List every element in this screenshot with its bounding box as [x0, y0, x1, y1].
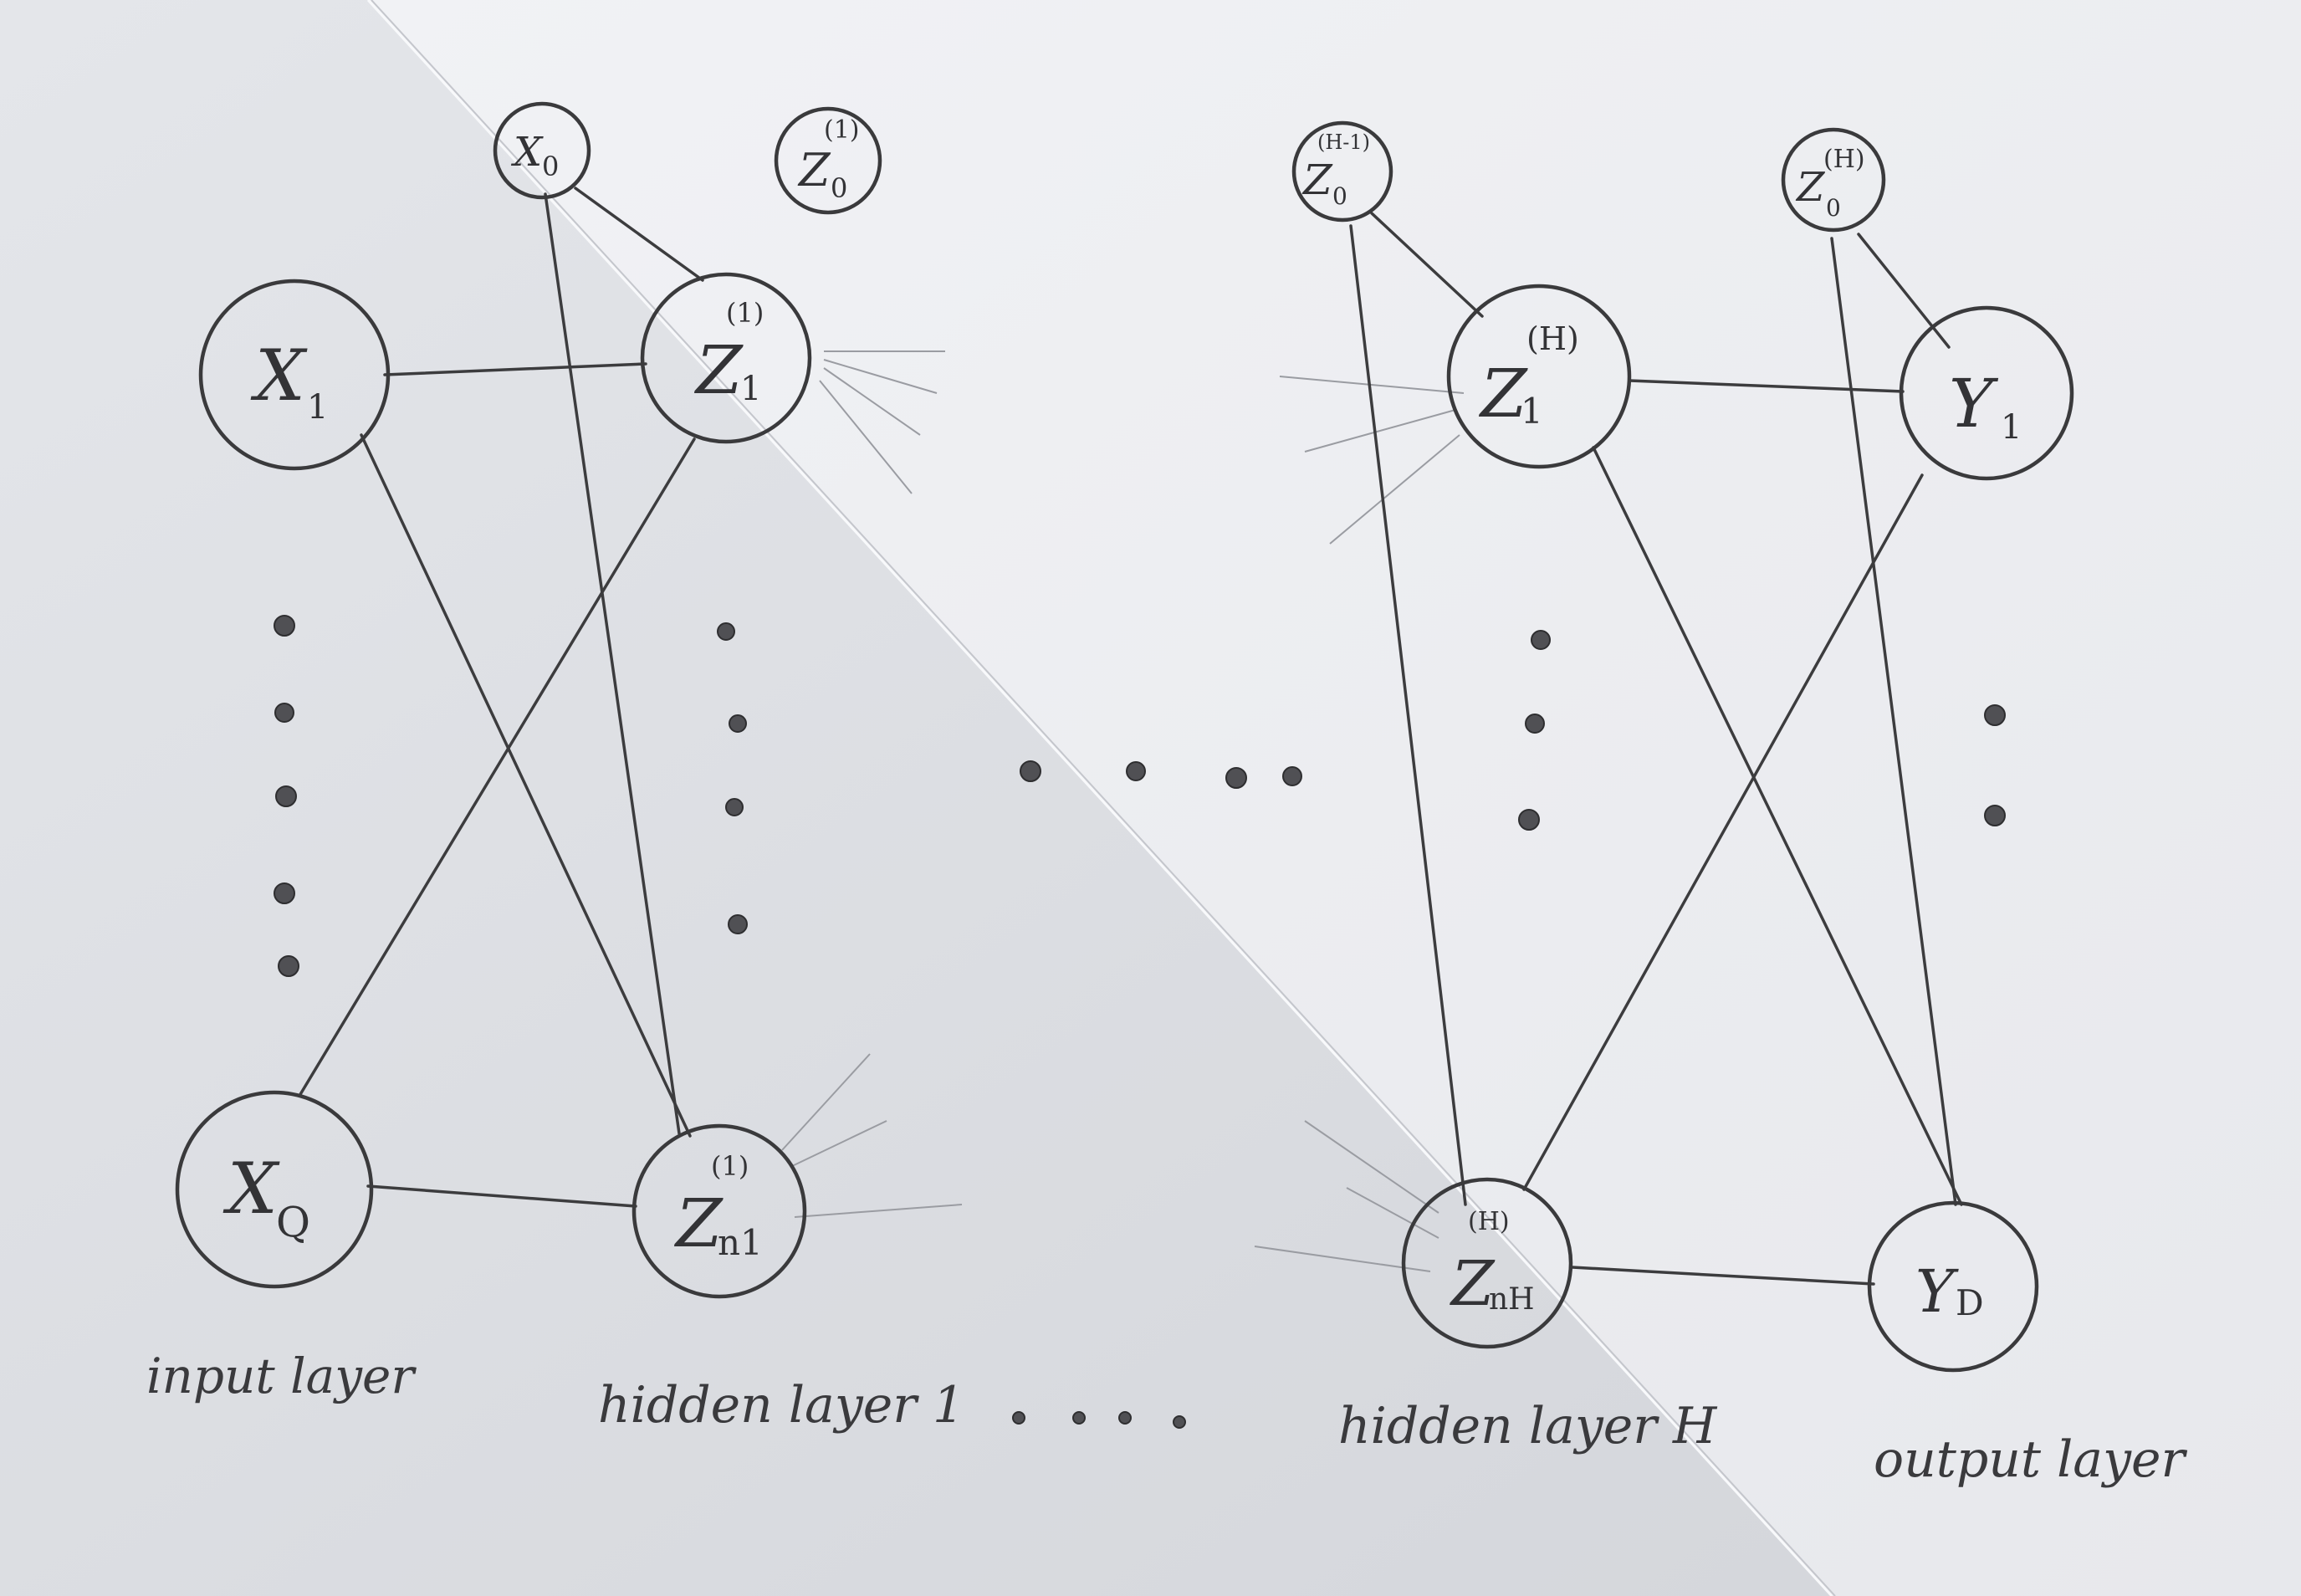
node-label: Z — [1301, 156, 1333, 204]
ellipsis-output-layer — [1984, 704, 2006, 826]
faint-pencil-strokes — [781, 350, 1465, 1272]
svg-text:0: 0 — [542, 151, 559, 182]
node-znH-H: Z nH (H) — [1401, 1177, 1573, 1349]
caption-output-layer: output layer — [1874, 1430, 2187, 1489]
svg-text:nH: nH — [1489, 1282, 1535, 1317]
edge-x1-zn1 — [360, 433, 692, 1138]
node-zn1-1: Z n1 (1) — [631, 1123, 807, 1299]
node-label: Z — [1795, 164, 1826, 211]
node-label: X — [510, 129, 544, 176]
ellipsis-captions — [1012, 1411, 1186, 1429]
edge-z0Hm1-znH — [1349, 224, 1467, 1206]
edge-znH-yD — [1571, 1266, 1875, 1286]
node-z0-1: Z 0 (1) — [774, 106, 882, 215]
caption-hidden-layer-H: hidden layer H — [1338, 1397, 1718, 1455]
edge-x0-zn1 — [544, 192, 681, 1135]
node-label: Z — [797, 144, 831, 197]
node-label: Y — [1949, 365, 1999, 442]
ellipsis-input-layer — [274, 615, 299, 977]
node-x1: X 1 — [198, 279, 391, 471]
svg-text:(1): (1) — [824, 115, 860, 145]
edge-x0-z1 — [574, 187, 704, 282]
caption-hidden-layer-1: hidden layer 1 — [598, 1376, 964, 1435]
svg-text:1: 1 — [2001, 408, 2022, 447]
caption-input-layer: input layer — [146, 1348, 417, 1404]
edge-z0H-yD — [1830, 237, 1957, 1206]
edge-z1H-y1 — [1628, 379, 1905, 393]
node-xQ: X Q — [175, 1090, 374, 1289]
node-yD: Y D — [1867, 1200, 2039, 1373]
connections — [298, 187, 1963, 1286]
svg-text:(H): (H) — [1526, 320, 1579, 357]
node-z1-1: Z 1 (1) — [640, 272, 812, 444]
ellipsis-hidden-layer-H — [1518, 630, 1551, 831]
svg-text:0: 0 — [831, 172, 847, 204]
svg-text:0: 0 — [1332, 182, 1347, 210]
svg-text:1: 1 — [307, 388, 328, 427]
svg-text:Q: Q — [276, 1198, 310, 1246]
node-label: Z — [673, 1184, 724, 1262]
edge-z1H-yD — [1592, 446, 1963, 1206]
svg-text:(H-1): (H-1) — [1317, 130, 1370, 154]
edge-x1-z1 — [383, 362, 647, 376]
edge-xQ-zn1 — [366, 1184, 637, 1208]
node-label: Y — [1915, 1257, 1959, 1326]
node-label: X — [222, 1148, 280, 1230]
svg-text:(1): (1) — [711, 1150, 749, 1182]
svg-text:(1): (1) — [726, 297, 764, 329]
svg-text:D: D — [1956, 1282, 1984, 1323]
ellipsis-between-layers — [1020, 760, 1302, 789]
node-z0-H: Z 0 (H) — [1781, 127, 1886, 233]
edge-znH-y1 — [1522, 473, 1924, 1191]
node-z1-H: Z 1 (H) — [1446, 284, 1632, 469]
svg-text:(H): (H) — [1823, 145, 1865, 174]
node-z0-Hm1: Z 0 (H-1) — [1291, 120, 1393, 223]
node-label: Z — [1478, 355, 1528, 432]
node-label: Z — [693, 331, 744, 409]
svg-text:0: 0 — [1826, 194, 1841, 222]
svg-text:n1: n1 — [718, 1222, 763, 1263]
edge-z0Hm1-z1H — [1370, 212, 1484, 318]
svg-text:(H): (H) — [1468, 1207, 1510, 1236]
svg-text:1: 1 — [740, 370, 761, 408]
node-label: Z — [1450, 1248, 1496, 1320]
svg-text:1: 1 — [1521, 391, 1543, 432]
node-y1: Y 1 — [1899, 305, 2074, 481]
ellipsis-hidden-layer-1 — [717, 622, 748, 934]
edge-xQ-z1 — [298, 437, 696, 1097]
node-x0: X 0 — [493, 101, 591, 200]
node-label: X — [250, 335, 308, 417]
